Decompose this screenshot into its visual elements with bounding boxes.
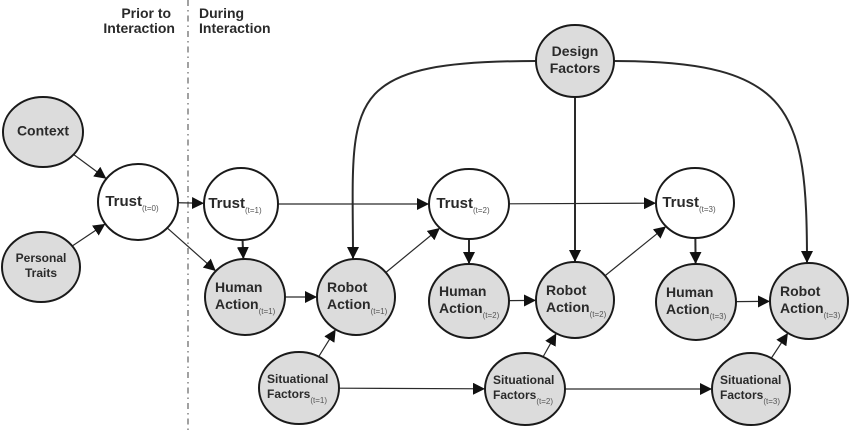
edge-trust-t2-to-trust-t3 [508, 197, 657, 210]
node-trust-t3-subscript: (t=3) [699, 205, 716, 214]
node-trust-t2: Trust(t=2) [428, 168, 510, 240]
node-situational-factors-t2-subscript: (t=2) [536, 397, 553, 406]
edge-robot-action-t2-to-trust-t3 [604, 225, 667, 277]
node-trust-t2-subscript: (t=2) [473, 206, 490, 215]
node-robot-action-t3-label-line1: Robot [780, 283, 821, 299]
edge-situational-factors-t2-to-robot-action-t2 [542, 333, 557, 358]
node-situational-factors-t1-shape [258, 351, 340, 425]
phase-label-prior-line2: Interaction [103, 20, 175, 36]
node-situational-factors-t3-label-line2: Factors(t=3) [720, 388, 780, 406]
node-robot-action-t1-shape [316, 258, 396, 336]
node-situational-factors-t3-shape [711, 352, 791, 426]
phase-label-prior-line1: Prior to [121, 5, 171, 21]
node-robot-action-t3-label-line2: Action(t=3) [780, 300, 841, 320]
edge-trust-t0-to-human-action-t1 [166, 227, 217, 272]
node-situational-factors-t1-subscript: (t=1) [310, 396, 327, 405]
node-design-factors-label-line2: Factors [550, 60, 601, 76]
node-human-action-t2-subscript: (t=2) [483, 311, 500, 320]
node-robot-action-t1-subscript: (t=1) [371, 307, 388, 316]
node-trust-t0-shape [97, 163, 179, 241]
node-robot-action-t1-label-line1: Robot [327, 279, 368, 295]
node-robot-action-t3-subscript: (t=3) [824, 311, 841, 320]
node-human-action-t3-label-line2: Action(t=3) [666, 301, 727, 321]
node-trust-t2-label-line1: Trust(t=2) [436, 195, 490, 215]
edge-situational-factors-t3-to-robot-action-t3 [770, 332, 789, 359]
edge-design-factors-to-robot-action-t1 [346, 60, 537, 260]
node-human-action-t3-shape [655, 263, 737, 341]
node-situational-factors-t3-subscript: (t=3) [763, 397, 780, 406]
edge-robot-action-t1-to-trust-t2 [385, 227, 441, 273]
edges-layer [71, 60, 813, 395]
node-robot-action-t1-label-line2: Action(t=1) [327, 296, 388, 316]
node-personal-traits-label-line2: Traits [25, 266, 57, 280]
node-context-label-line1: Context [17, 122, 69, 138]
node-situational-factors-t2-label-line2: Factors(t=2) [493, 388, 553, 406]
node-personal-traits-label-line1: Personal [16, 251, 67, 265]
node-trust-t0-subscript: (t=0) [142, 204, 159, 213]
node-situational-factors-t1-label-line1: Situational [267, 372, 328, 386]
node-trust-t1-subscript: (t=1) [245, 206, 262, 215]
node-human-action-t2-label-line2: Action(t=2) [439, 300, 500, 320]
node-trust-t0: Trust(t=0) [97, 163, 179, 241]
node-situational-factors-t1-label-line2: Factors(t=1) [267, 387, 327, 405]
node-robot-action-t2-label-line2: Action(t=2) [546, 299, 607, 319]
phase-label-prior: Prior to Interaction [103, 5, 175, 36]
phase-label-during-line2: Interaction [199, 20, 271, 36]
node-human-action-t2-label-line1: Human [439, 283, 486, 299]
node-trust-t1: Trust(t=1) [203, 167, 279, 241]
edge-trust-t0-to-trust-t1 [177, 197, 205, 210]
phase-label-during-line1: During [199, 5, 244, 21]
node-design-factors-label-line1: Design [552, 43, 599, 59]
phase-label-during: During Interaction [199, 5, 271, 36]
node-robot-action-t2-subscript: (t=2) [590, 310, 607, 319]
node-human-action-t1-label-line2: Action(t=1) [215, 296, 276, 316]
edge-personal-traits-to-trust-t0 [71, 223, 106, 247]
node-situational-factors-t3-label-line1: Situational [720, 373, 781, 387]
node-trust-t0-label-line1: Trust(t=0) [105, 193, 159, 213]
node-context-shape [2, 96, 84, 168]
node-human-action-t1-label-line1: Human [215, 279, 262, 295]
node-robot-action-t2-shape [535, 261, 615, 339]
node-human-action-t3-subscript: (t=3) [710, 312, 727, 321]
node-human-action-t3-label-line1: Human [666, 284, 713, 300]
edge-situational-factors-t1-to-situational-factors-t2 [338, 382, 486, 395]
node-trust-t2-shape [428, 168, 510, 240]
edge-context-to-trust-t0 [73, 154, 107, 180]
node-human-action-t1-subscript: (t=1) [259, 307, 276, 316]
node-trust-t1-shape [203, 167, 279, 241]
node-design-factors-shape [535, 24, 615, 98]
node-trust-t3-shape [655, 167, 735, 239]
node-human-action-t2-shape [428, 263, 510, 339]
edge-trust-t1-to-human-action-t1 [236, 239, 249, 260]
node-situational-factors-t2-shape [484, 352, 566, 426]
node-robot-action-t3-shape [769, 262, 849, 340]
node-trust-t3: Trust(t=3) [655, 167, 735, 239]
node-trust-t1-label-line1: Trust(t=1) [208, 195, 262, 215]
node-human-action-t1-shape [204, 258, 286, 336]
node-robot-action-t2-label-line1: Robot [546, 282, 587, 298]
edge-design-factors-to-robot-action-t3 [613, 60, 813, 264]
edge-situational-factors-t1-to-robot-action-t1 [318, 329, 337, 357]
node-personal-traits-shape [1, 231, 81, 303]
node-situational-factors-t2-label-line1: Situational [493, 373, 554, 387]
node-trust-t3-label-line1: Trust(t=3) [662, 194, 716, 214]
node-context: Context [2, 96, 84, 168]
